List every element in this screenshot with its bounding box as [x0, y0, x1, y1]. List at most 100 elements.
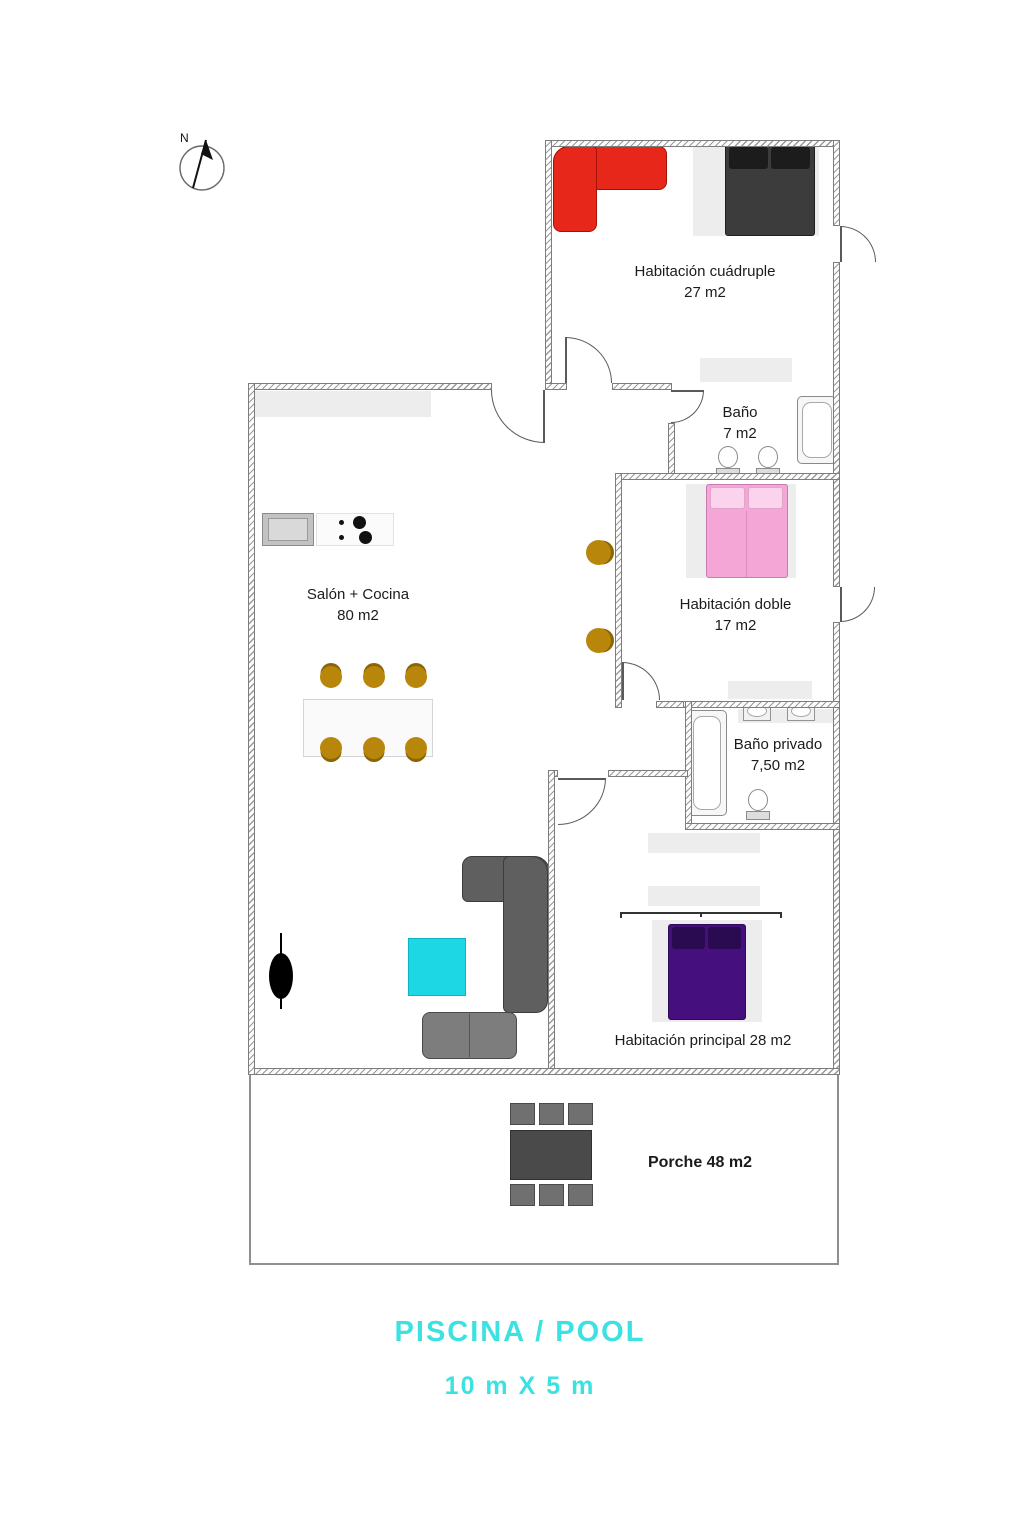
burner — [359, 531, 372, 544]
room-name: Habitación principal 28 m2 — [614, 1032, 792, 1049]
room-name: Porche 48 m2 — [647, 1154, 753, 1171]
door-leaf — [840, 226, 842, 262]
door-arc — [558, 778, 606, 825]
porch-chair — [568, 1184, 593, 1206]
pillow — [672, 927, 705, 949]
porch-chair — [510, 1103, 535, 1125]
gray-corner-sofa-arm — [503, 856, 548, 1013]
door-arc — [840, 587, 875, 622]
wall — [615, 473, 622, 708]
red-corner-sofa-arm — [553, 146, 597, 232]
pillow — [710, 487, 745, 509]
wall — [608, 770, 688, 777]
toilet-tank — [746, 811, 770, 820]
closet — [648, 833, 760, 853]
wall — [548, 770, 555, 1075]
room-name: Habitación cuádruple — [634, 263, 776, 280]
door-arc — [565, 337, 612, 383]
burner-small — [339, 535, 344, 540]
kitchen-counter — [253, 391, 431, 417]
wall — [612, 383, 672, 390]
pillow — [748, 487, 783, 509]
dresser — [700, 358, 792, 382]
dining-chair — [405, 737, 427, 759]
toilet-bowl — [718, 446, 738, 468]
wall — [656, 701, 690, 708]
porch-outline — [249, 1075, 251, 1265]
porch-chair — [568, 1103, 593, 1125]
room-label-doble: Habitación doble 17 m2 — [638, 594, 833, 636]
door-arc — [622, 662, 660, 700]
wardrobe-tick — [620, 912, 622, 918]
porch-table — [510, 1130, 592, 1180]
wall — [248, 383, 255, 1075]
door-leaf — [558, 778, 606, 780]
compass-n-label: N — [180, 131, 189, 145]
wall — [833, 262, 840, 587]
dining-chair — [320, 666, 342, 688]
door-leaf — [671, 390, 704, 392]
door-arc — [491, 390, 545, 443]
toilet-bowl — [758, 446, 778, 468]
door-leaf — [840, 587, 842, 622]
door-arc — [840, 226, 876, 262]
wall — [248, 1068, 840, 1075]
pillow — [708, 927, 741, 949]
wardrobe-tick — [700, 912, 702, 917]
bathtub-basin — [802, 402, 832, 458]
bar-stool — [586, 628, 611, 653]
dining-chair — [405, 666, 427, 688]
room-area: 7,50 m2 — [750, 757, 806, 774]
door-leaf — [565, 337, 567, 383]
closet — [648, 886, 760, 906]
pool-dimensions: 10 m X 5 m — [444, 1372, 596, 1400]
room-area: 80 m2 — [337, 607, 379, 624]
wall — [685, 701, 692, 830]
room-label-porche: Porche 48 m2 — [620, 1152, 780, 1173]
porch-outline — [837, 1075, 839, 1265]
room-name: Baño — [722, 404, 758, 421]
room-label-privado: Baño privado 7,50 m2 — [698, 734, 858, 776]
room-name: Baño privado — [733, 736, 823, 753]
wall — [545, 383, 567, 390]
wall — [683, 701, 840, 708]
room-label-principal: Habitación principal 28 m2 — [578, 1030, 828, 1051]
coffee-table-cyan — [408, 938, 466, 996]
toilet-bowl — [748, 789, 768, 811]
dining-chair — [363, 666, 385, 688]
wardrobe-tick — [780, 912, 782, 918]
room-label-bano: Baño 7 m2 — [692, 402, 788, 444]
wall — [833, 140, 840, 226]
dining-chair — [320, 737, 342, 759]
porch-chair — [539, 1184, 564, 1206]
room-area: 7 m2 — [723, 425, 757, 442]
pillow — [771, 147, 810, 169]
dining-chair — [363, 737, 385, 759]
burner — [353, 516, 366, 529]
burner-small — [339, 520, 344, 525]
door-leaf — [622, 662, 624, 700]
kitchen-sink-basin — [268, 518, 308, 541]
room-label-cuadruple: Habitación cuádruple 27 m2 — [600, 261, 810, 303]
bathtub-basin — [693, 716, 721, 810]
porch-outline — [249, 1263, 839, 1265]
room-area: 27 m2 — [684, 284, 726, 301]
pool-title: PISCINA / POOL — [394, 1316, 646, 1348]
wall — [545, 140, 552, 390]
room-label-salon: Salón + Cocina 80 m2 — [268, 584, 448, 626]
wall — [685, 823, 840, 830]
sofa-seam — [469, 1014, 470, 1057]
room-name: Habitación doble — [679, 596, 792, 613]
north-compass-icon: N — [179, 131, 225, 191]
porch-chair — [510, 1184, 535, 1206]
floor-lamp-shade — [269, 953, 293, 999]
dresser — [728, 681, 812, 699]
wall — [668, 423, 675, 480]
room-area: 17 m2 — [714, 617, 757, 634]
bed-seam — [746, 511, 747, 577]
wall — [248, 383, 492, 390]
room-name: Salón + Cocina — [306, 586, 410, 603]
wall — [615, 473, 840, 480]
bar-stool — [586, 540, 611, 565]
